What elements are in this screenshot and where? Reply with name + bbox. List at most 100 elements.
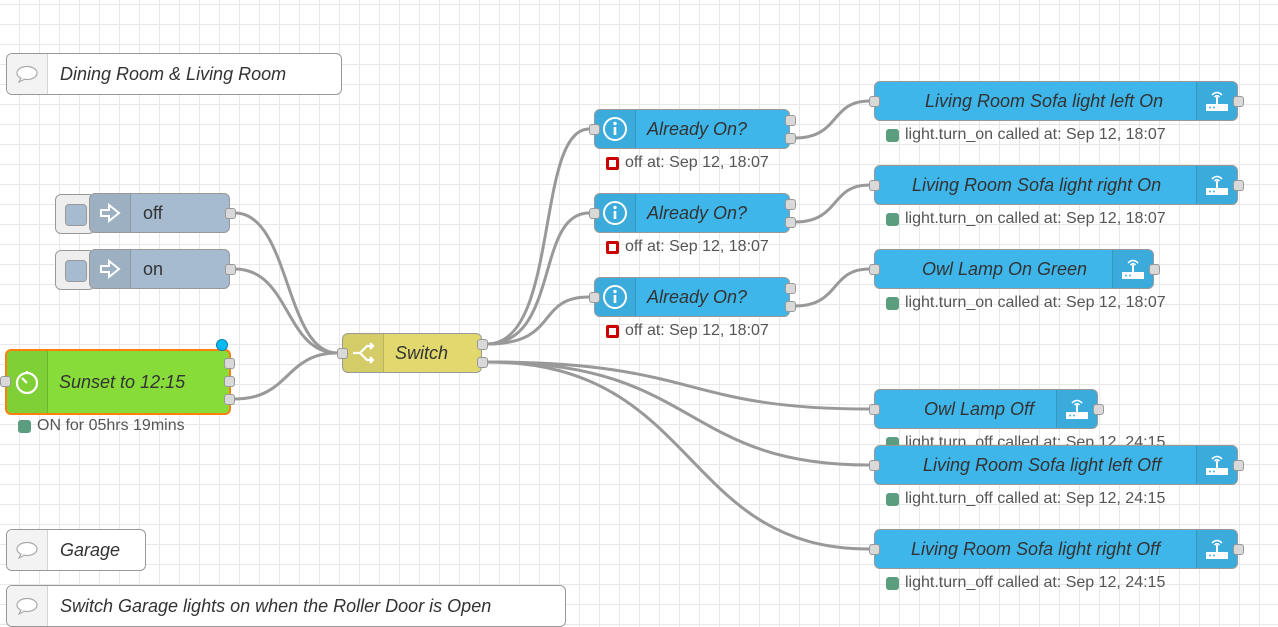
output-port[interactable] <box>1233 544 1244 555</box>
router-icon <box>1196 82 1237 120</box>
comment-node-garage[interactable]: Garage <box>6 529 146 571</box>
comment-node-dining-living[interactable]: Dining Room & Living Room <box>6 53 342 95</box>
service-node-status: light.turn_on called at: Sep 12, 18:07 <box>886 294 1166 312</box>
output-port[interactable] <box>785 199 796 210</box>
wire <box>234 267 338 355</box>
call-service-node[interactable]: Living Room Sofa light right Off <box>869 529 1244 569</box>
output-port[interactable] <box>225 264 236 275</box>
node-label: on <box>143 258 164 279</box>
service-node-status: light.turn_on called at: Sep 12, 18:07 <box>886 210 1166 228</box>
call-service-node[interactable]: Living Room Sofa light left Off <box>869 445 1244 485</box>
check-node-status: off at: Sep 12, 18:07 <box>606 154 769 172</box>
info-icon <box>595 278 636 316</box>
status-text: off at: Sep 12, 18:07 <box>625 322 769 339</box>
output-port[interactable] <box>1093 404 1104 415</box>
input-port[interactable] <box>869 404 880 415</box>
comment-icon <box>7 586 48 626</box>
wire <box>794 183 870 224</box>
switch-icon <box>343 334 384 372</box>
wire <box>234 351 338 401</box>
status-text: off at: Sep 12, 18:07 <box>625 154 769 171</box>
flow-wires <box>234 99 870 551</box>
service-node-status: light.turn_off called at: Sep 12, 24:15 <box>886 490 1165 508</box>
status-dot <box>886 576 899 590</box>
wire <box>486 295 590 346</box>
status-text: light.turn_on called at: Sep 12, 18:07 <box>905 126 1166 143</box>
output-port[interactable] <box>1233 96 1244 107</box>
input-port[interactable] <box>589 208 600 219</box>
output-port[interactable] <box>1233 180 1244 191</box>
node-label: Owl Lamp On Green <box>922 258 1088 279</box>
call-service-node[interactable]: Owl Lamp On Green <box>869 249 1160 289</box>
output-port[interactable] <box>477 339 488 350</box>
input-port[interactable] <box>869 96 880 107</box>
switch-node[interactable]: Switch <box>337 333 488 373</box>
output-port[interactable] <box>225 208 236 219</box>
wire <box>234 211 338 355</box>
output-port[interactable] <box>785 133 796 144</box>
info-icon <box>595 110 636 148</box>
output-port[interactable] <box>224 376 235 387</box>
router-icon <box>1196 530 1237 568</box>
input-port[interactable] <box>337 348 348 359</box>
router-icon <box>1196 446 1237 484</box>
wire <box>486 360 870 411</box>
input-port[interactable] <box>869 544 880 555</box>
arrow-right-icon <box>90 194 131 232</box>
node-label: Already On? <box>647 286 748 307</box>
node-label: Already On? <box>647 118 748 139</box>
comment-node-garage-lights[interactable]: Switch Garage lights on when the Roller … <box>6 585 566 627</box>
comment-label: Garage <box>60 539 121 560</box>
status-text: light.turn_off called at: Sep 12, 24:15 <box>905 490 1166 507</box>
inject-button-square <box>65 204 87 226</box>
output-port[interactable] <box>224 358 235 369</box>
input-port[interactable] <box>589 124 600 135</box>
router-icon <box>1112 250 1153 288</box>
current-state-node[interactable]: Already On? <box>589 193 796 233</box>
status-dot <box>886 492 899 506</box>
node-label: Switch <box>395 342 449 363</box>
output-port[interactable] <box>1149 264 1160 275</box>
arrow-right-icon <box>90 250 131 288</box>
node-label: Owl Lamp Off <box>924 398 1035 419</box>
call-service-node[interactable]: Living Room Sofa light right On <box>869 165 1244 205</box>
call-service-node[interactable]: Living Room Sofa light left On <box>869 81 1244 121</box>
call-service-node[interactable]: Owl Lamp Off <box>869 389 1104 429</box>
input-port[interactable] <box>869 180 880 191</box>
wire <box>794 99 870 140</box>
wire <box>486 127 590 346</box>
node-label: Living Room Sofa light right Off <box>911 538 1161 559</box>
comment-icon <box>7 530 48 570</box>
status-dot <box>886 296 899 310</box>
inject-node-on[interactable]: on <box>89 249 236 289</box>
input-port[interactable] <box>589 292 600 303</box>
status-text: light.turn_off called at: Sep 12, 24:15 <box>905 574 1166 591</box>
output-port[interactable] <box>1233 460 1244 471</box>
changed-indicator <box>216 339 228 351</box>
output-port[interactable] <box>785 283 796 294</box>
node-label: off <box>143 202 163 223</box>
inject-node-off[interactable]: off <box>89 193 236 233</box>
status-dot <box>886 212 899 226</box>
input-port[interactable] <box>0 376 11 387</box>
inject-trigger-button[interactable] <box>55 194 95 234</box>
input-port[interactable] <box>869 264 880 275</box>
time-range-node[interactable]: Sunset to 12:15 <box>0 349 235 415</box>
status-text: off at: Sep 12, 18:07 <box>625 238 769 255</box>
current-state-node[interactable]: Already On? <box>589 277 796 317</box>
status-text: light.turn_on called at: Sep 12, 18:07 <box>905 210 1166 227</box>
output-port[interactable] <box>477 357 488 368</box>
output-port[interactable] <box>224 394 235 405</box>
inject-button-square <box>65 260 87 282</box>
output-port[interactable] <box>785 217 796 228</box>
output-port[interactable] <box>785 301 796 312</box>
wire <box>486 360 870 551</box>
service-node-status: light.turn_off called at: Sep 12, 24:15 <box>886 574 1165 592</box>
current-state-node[interactable]: Already On? <box>589 109 796 149</box>
input-port[interactable] <box>869 460 880 471</box>
router-icon <box>1056 390 1097 428</box>
status-dot <box>606 156 619 170</box>
check-node-status: off at: Sep 12, 18:07 <box>606 322 769 340</box>
info-icon <box>595 194 636 232</box>
output-port[interactable] <box>785 115 796 126</box>
